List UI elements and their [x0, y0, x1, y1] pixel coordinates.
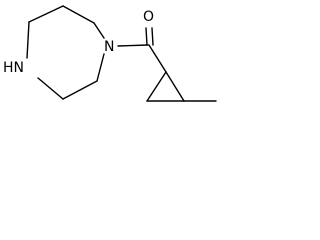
bond-ring-right-upper [93, 22, 105, 39]
bond-carbonyl-double-b [151, 27, 154, 46]
bond-ring-top [62, 5, 95, 24]
structure-diagram: HN N O [0, 0, 242, 127]
bond-ring-right-lower [96, 53, 105, 82]
bond-cyclopropane-a [165, 71, 185, 102]
bond-carbonyl-cyclopropyl [148, 44, 167, 73]
bond-ring-left [26, 21, 30, 59]
atom-label-carbonyl-oxygen: O [143, 9, 154, 25]
bond-n-carbonyl [117, 44, 149, 47]
atom-label-amine: HN [3, 60, 24, 76]
molecule-drawing: HN N O [3, 5, 217, 102]
bond-ring-bottom [62, 80, 98, 100]
bond-ring-top-left [28, 5, 64, 23]
bond-carbonyl-double-a [145, 27, 148, 46]
atom-label-amide-nitrogen: N [104, 39, 114, 55]
bond-ring-bottom-left [37, 77, 64, 100]
bond-cyclopropane-b [146, 71, 167, 102]
